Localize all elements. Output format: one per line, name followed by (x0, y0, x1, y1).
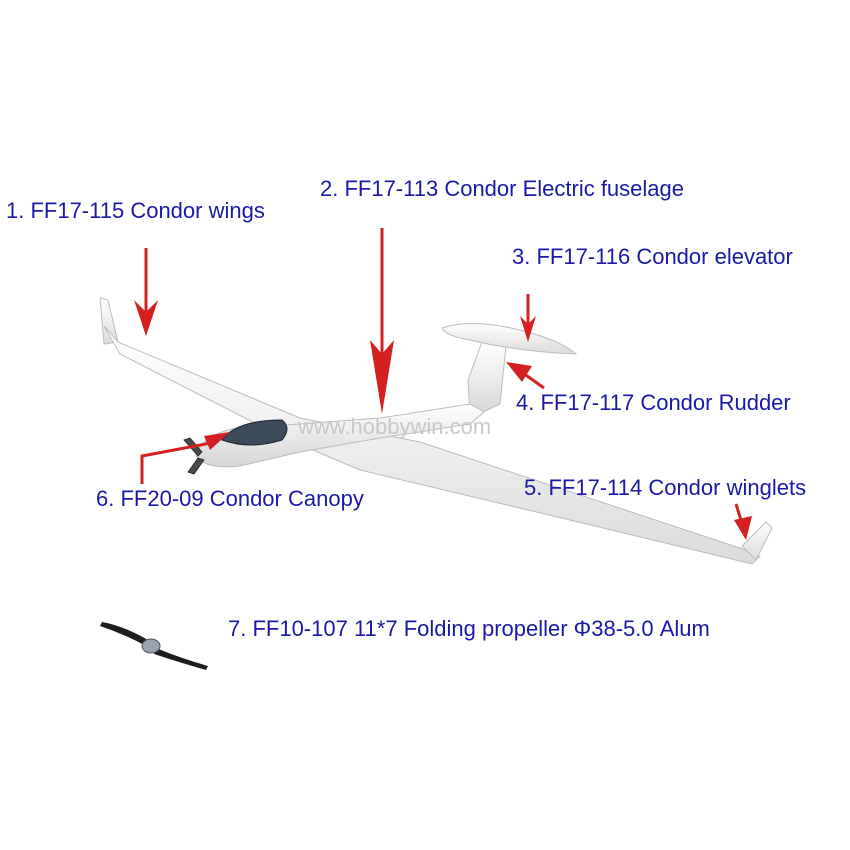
label-canopy: 6. FF20-09 Condor Canopy (96, 486, 364, 511)
nose-propeller (183, 437, 205, 475)
folding-propeller-blade-right (154, 648, 208, 670)
watermark: www.hobbywin.com (298, 414, 492, 439)
arrow-fuselage-head (370, 340, 394, 414)
arrow-rudder-head (506, 362, 532, 382)
arrow-canopy-head (204, 432, 230, 450)
label-rudder: 4. FF17-117 Condor Rudder (516, 390, 791, 415)
label-wings: 1. FF17-115 Condor wings (6, 198, 265, 223)
label-elevator: 3. FF17-116 Condor elevator (512, 244, 793, 269)
folding-propeller-blade-left (100, 622, 148, 646)
arrow-elevator-head (520, 316, 536, 342)
elevator-surface (441, 322, 578, 355)
left-winglet (99, 297, 119, 345)
right-winglet (741, 521, 773, 561)
arrow-wings-head (134, 300, 158, 336)
folding-propeller-spinner (141, 638, 161, 654)
arrow-winglets-head (734, 516, 752, 540)
canopy (221, 419, 288, 446)
label-winglets: 5. FF17-114 Condor winglets (524, 475, 807, 500)
label-propeller: 7. FF10-107 11*7 Folding propeller Φ38-5… (228, 616, 710, 641)
label-fuselage: 2. FF17-113 Condor Electric fuselage (320, 176, 684, 201)
